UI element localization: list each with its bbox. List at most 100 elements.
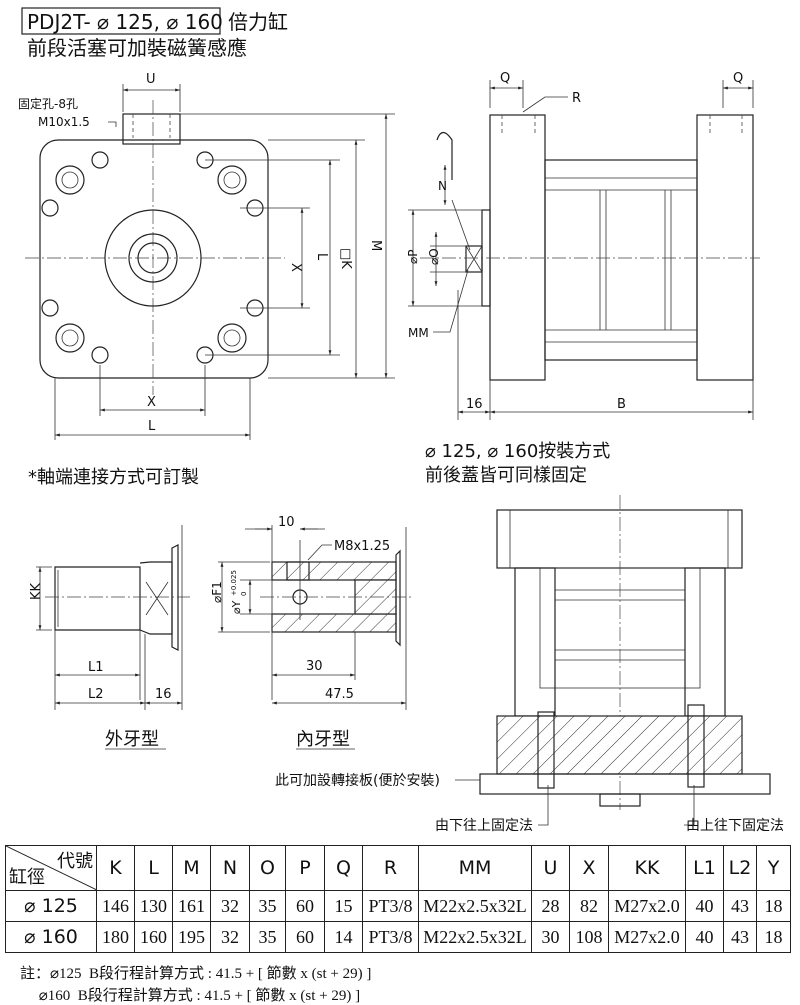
dim-q-right: Q <box>733 71 743 86</box>
value-cell: M22x2.5x32L <box>418 921 532 953</box>
dim-30: 30 <box>306 659 323 674</box>
mount-thread-label: M10x1.5 <box>38 115 90 129</box>
male-type-drawing: KK L1 L2 16 外牙型 <box>29 525 190 750</box>
header-l: L <box>134 845 173 891</box>
value-cell: 43 <box>723 921 757 953</box>
value-cell: PT3/8 <box>362 921 419 953</box>
tol-lower: 0 <box>240 592 248 596</box>
custom-note: *軸端連接方式可訂製 <box>28 467 199 488</box>
value-cell: 28 <box>531 890 570 922</box>
dim-r: R <box>572 91 581 106</box>
top-down-label: 由上往下固定法 <box>686 818 784 834</box>
mount-hole-label: 固定孔-8孔 <box>18 96 78 111</box>
bolt-holes <box>41 151 264 364</box>
dim-kk: KK <box>29 582 44 600</box>
note-line-1: 註：⌀125 B段行程計算方式 : 41.5 + [ 節數 x (st + 29… <box>20 966 372 982</box>
front-view: 固定孔-8孔 M10x1.5 U X L □K M X L <box>18 72 395 440</box>
value-cell: 40 <box>685 921 724 953</box>
tol-upper: +0.025 <box>230 570 238 596</box>
dim-x-vertical: X <box>288 263 303 272</box>
value-cell: 160 <box>134 921 173 953</box>
value-cell: 180 <box>96 921 135 953</box>
dim-l1: L1 <box>88 660 104 675</box>
dim-b: B <box>617 397 626 412</box>
value-cell: PT3/8 <box>362 890 419 922</box>
subtitle: 前段活塞可加裝磁簧感應 <box>27 36 247 60</box>
dim-47-5: 47.5 <box>325 687 354 702</box>
dim-n: N <box>438 179 447 193</box>
value-cell: 60 <box>285 890 325 922</box>
header-r: R <box>362 845 419 891</box>
dim-x-horizontal: X <box>147 395 156 410</box>
dim-l-vertical: L <box>314 253 329 261</box>
bore-cell: ⌀ 160 <box>5 921 97 953</box>
value-cell: 18 <box>756 921 791 953</box>
value-cell: 35 <box>249 890 286 922</box>
value-cell: 43 <box>723 890 757 922</box>
table-header-row: 代號 缸徑 K L M N O P Q R MM U X KK L1 L2 Y <box>5 845 791 891</box>
value-cell: 32 <box>210 921 250 953</box>
value-cell: 15 <box>324 890 363 922</box>
dim-f1: ⌀F1 <box>210 581 224 603</box>
dim-k: □K <box>338 248 353 269</box>
header-kk: KK <box>608 845 686 891</box>
header-n: N <box>210 845 250 891</box>
table-row: ⌀ 125 146 130 161 32 35 60 15 PT3/8 M22x… <box>5 890 791 922</box>
value-cell: M22x2.5x32L <box>418 890 532 922</box>
corner-code-label: 代號 <box>57 851 93 872</box>
note-line-2: ⌀160 B段行程計算方式 : 41.5 + [ 節數 x (st + 29) … <box>20 988 361 1004</box>
table-row: ⌀ 160 180 160 195 32 35 60 14 PT3/8 M22x… <box>5 921 791 953</box>
header-l2: L2 <box>723 845 757 891</box>
dim-mm: MM <box>408 326 429 340</box>
mounting-note-1: ⌀ 125, ⌀ 160按裝方式 <box>425 441 610 462</box>
mounting-view: 此可加設轉接板(便於安裝) 由下往上固定法 由上往下固定法 <box>275 495 784 834</box>
header-q: Q <box>324 845 363 891</box>
title-name: 倍力缸 <box>228 10 288 34</box>
bottom-up-label: 由下往上固定法 <box>435 818 533 834</box>
female-type-drawing: 10 M8x1.25 ⌀F1 ⌀Y +0.025 0 30 47.5 內牙型 <box>210 515 412 750</box>
table-corner-cell: 代號 缸徑 <box>5 845 97 891</box>
header-mm: MM <box>418 845 532 891</box>
dim-p: ⌀P <box>406 250 420 264</box>
dim-16: 16 <box>466 397 483 412</box>
value-cell: 18 <box>756 890 791 922</box>
dim-y: ⌀Y <box>230 600 243 614</box>
thread-m8: M8x1.25 <box>334 539 390 554</box>
male-type-label: 外牙型 <box>105 729 159 750</box>
value-cell: M27x2.0 <box>608 921 686 953</box>
corner-bore-label: 缸徑 <box>9 867 45 888</box>
header-x: X <box>569 845 609 891</box>
value-cell: 40 <box>685 890 724 922</box>
value-cell: 35 <box>249 921 286 953</box>
female-type-label: 內牙型 <box>296 729 350 750</box>
header-y: Y <box>756 845 791 891</box>
header-l1: L1 <box>685 845 724 891</box>
dim-u: U <box>146 72 156 87</box>
value-cell: 130 <box>134 890 173 922</box>
spec-table: 代號 缸徑 K L M N O P Q R MM U X KK L1 L2 Y … <box>5 845 791 953</box>
title-block: PDJ2T- ⌀ 125, ⌀ 160 倍力缸 前段活塞可加裝磁簧感應 <box>21 7 288 60</box>
dim-l-horizontal: L <box>148 419 156 434</box>
dim-l2: L2 <box>88 687 104 702</box>
dim-y-group: ⌀Y +0.025 0 <box>230 570 248 614</box>
header-m: M <box>172 845 211 891</box>
value-cell: 161 <box>172 890 211 922</box>
header-o: O <box>249 845 286 891</box>
value-cell: 108 <box>569 921 609 953</box>
value-cell: 32 <box>210 890 250 922</box>
header-u: U <box>531 845 570 891</box>
dim-q-left: Q <box>500 71 510 86</box>
dim-m: M <box>368 240 383 251</box>
value-cell: 146 <box>96 890 135 922</box>
value-cell: 82 <box>569 890 609 922</box>
dim-10: 10 <box>278 515 295 530</box>
mounting-note-2: 前後蓋皆可同樣固定 <box>425 465 587 486</box>
dim-16-male: 16 <box>155 687 172 702</box>
bore-cell: ⌀ 125 <box>5 890 97 922</box>
value-cell: 30 <box>531 921 570 953</box>
header-p: P <box>285 845 325 891</box>
dim-o: ⌀O <box>427 248 441 265</box>
value-cell: 60 <box>285 921 325 953</box>
value-cell: 195 <box>172 921 211 953</box>
